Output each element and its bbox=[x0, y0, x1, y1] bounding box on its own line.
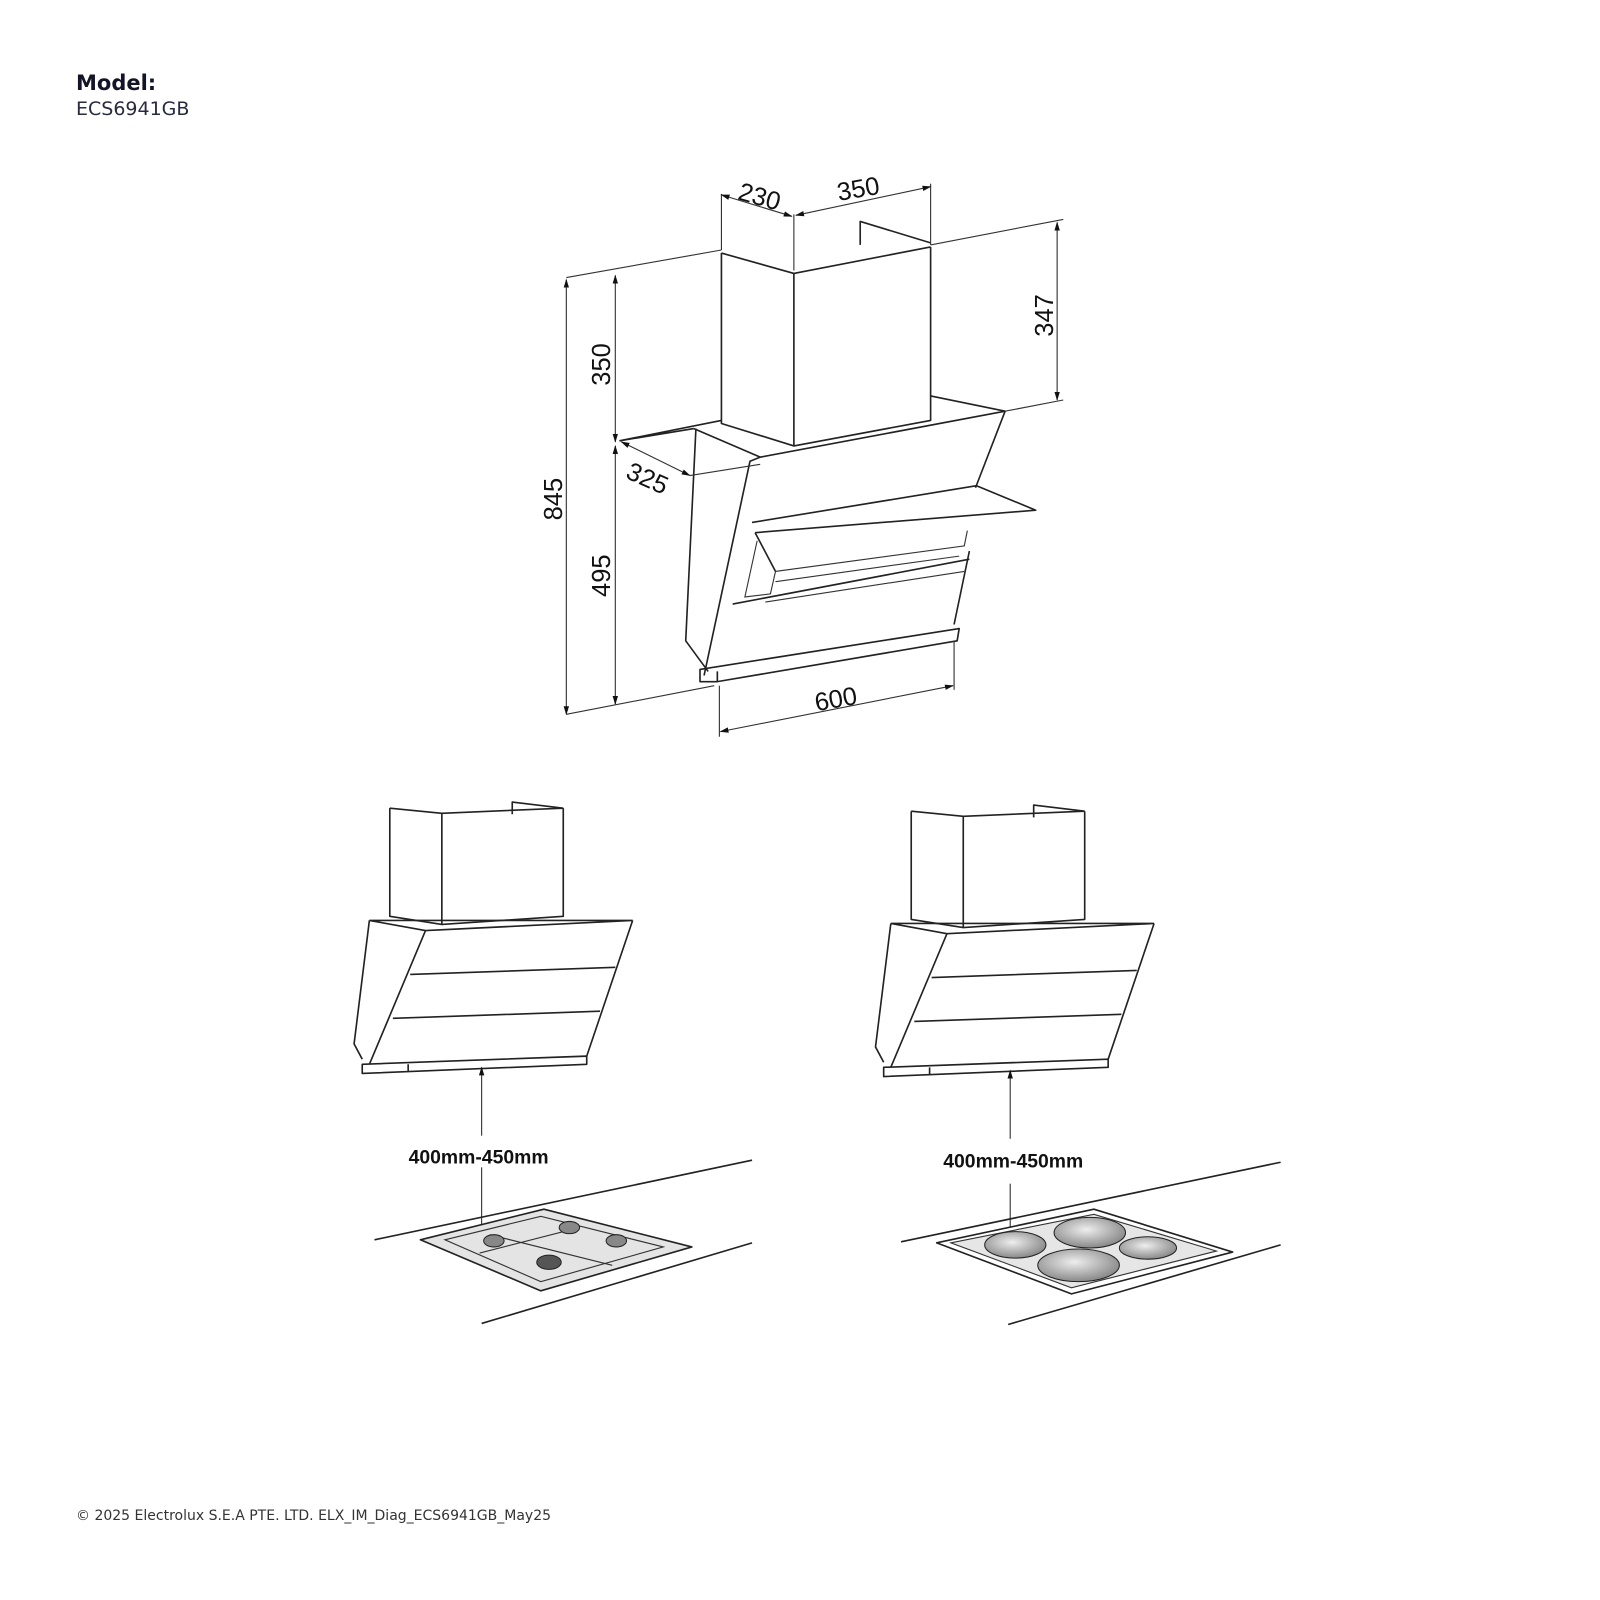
dim-chimney-right-height: 347 bbox=[1031, 294, 1059, 337]
hood-front-glass bbox=[751, 410, 1037, 625]
model-header: Model: ECS6941GB bbox=[76, 70, 189, 122]
dim-chimney-width: 350 bbox=[835, 172, 882, 207]
dim-chimney-depth: 230 bbox=[735, 178, 784, 217]
grease-filter bbox=[744, 530, 968, 603]
dimensioned-hood-drawing: 230 350 347 845 350 495 325 600 bbox=[540, 172, 1064, 737]
hood-top bbox=[619, 395, 1006, 458]
dim-body-height: 495 bbox=[588, 554, 616, 597]
chimney bbox=[720, 220, 932, 447]
dim-total-height: 845 bbox=[540, 478, 568, 521]
gas-hob-clearance-label: 400mm-450mm bbox=[409, 1146, 549, 1168]
electric-hob-clearance-label: 400mm-450mm bbox=[943, 1150, 1083, 1172]
model-label: Model: bbox=[76, 71, 157, 95]
countertop-edge bbox=[900, 1161, 1281, 1326]
electric-hob-installation: 400mm-450mm bbox=[874, 804, 1281, 1326]
gas-hob-installation: 400mm-450mm bbox=[353, 801, 753, 1325]
gas-hob-icon bbox=[419, 1208, 693, 1292]
countertop-edge bbox=[374, 1159, 753, 1325]
copyright-footer: © 2025 Electrolux S.E.A PTE. LTD. ELX_IM… bbox=[76, 1508, 552, 1524]
hood-side-view bbox=[353, 801, 634, 1075]
hood-bottom-bar bbox=[699, 558, 970, 683]
hood-side-panel bbox=[684, 428, 761, 676]
ceramic-hob-icon bbox=[935, 1208, 1234, 1295]
dim-body-width: 600 bbox=[813, 682, 860, 717]
model-number: ECS6941GB bbox=[76, 98, 190, 120]
dimension-lines bbox=[563, 183, 1064, 737]
dim-body-depth: 325 bbox=[622, 457, 672, 500]
dim-chimney-height: 350 bbox=[588, 343, 616, 386]
